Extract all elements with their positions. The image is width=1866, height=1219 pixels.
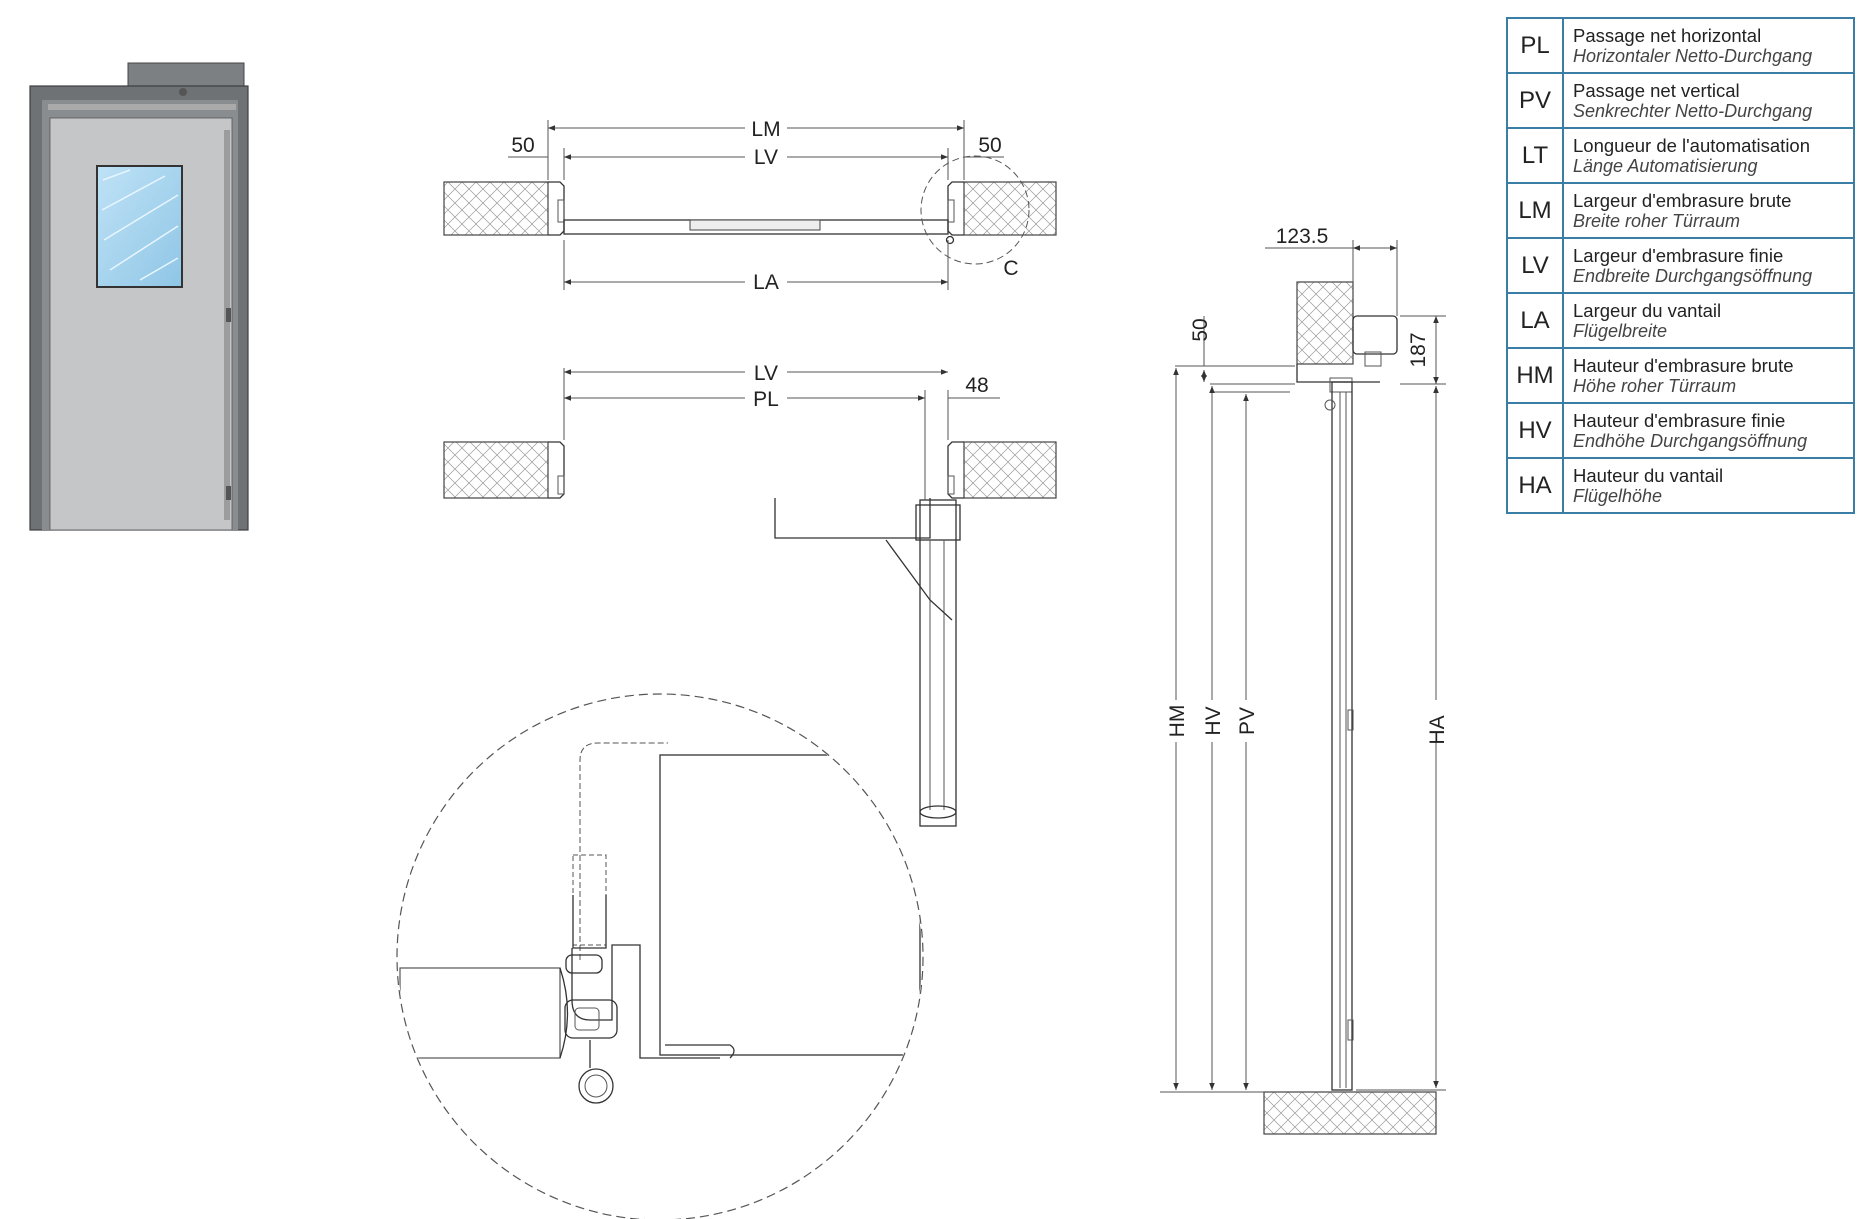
dim-la: LA xyxy=(753,271,779,294)
dim-pv: PV xyxy=(1236,707,1259,735)
legend-text-fr: Passage net vertical xyxy=(1573,79,1740,101)
legend-text-fr: Hauteur d'embrasure brute xyxy=(1573,354,1794,376)
dim-hm: HM xyxy=(1166,705,1189,738)
door-illustration xyxy=(29,62,249,531)
legend-text-fr: Hauteur d'embrasure finie xyxy=(1573,409,1786,431)
legend-text-de: Länge Automatisierung xyxy=(1573,155,1758,176)
legend-text-de: Höhe roher Türraum xyxy=(1573,375,1737,396)
legend-code: HM xyxy=(1506,347,1564,404)
dim-123-5: 123.5 xyxy=(1276,225,1329,248)
dim-lv-open: LV xyxy=(754,362,778,385)
legend-text-de: Endbreite Durchgangsöffnung xyxy=(1573,265,1813,286)
detail-c xyxy=(396,693,924,1219)
legend-text-de: Senkrechter Netto-Durchgang xyxy=(1573,100,1813,121)
legend-code: LV xyxy=(1506,237,1564,294)
legend-text-de: Flügelbreite xyxy=(1573,320,1668,341)
dim-50-vertical: 50 xyxy=(1189,318,1212,341)
dim-48: 48 xyxy=(965,374,988,397)
dim-lm: LM xyxy=(751,118,780,141)
legend-text-fr: Passage net horizontal xyxy=(1573,24,1762,46)
dim-187: 187 xyxy=(1407,332,1430,367)
dim-hv: HV xyxy=(1202,706,1225,735)
section-view: 123.5 187 50 HM HV PV HA xyxy=(1160,225,1449,1135)
dim-pl: PL xyxy=(753,388,779,411)
plan-view-open: LV PL 48 xyxy=(443,358,1057,827)
legend-code: LT xyxy=(1506,127,1564,184)
legend-code: PV xyxy=(1506,72,1564,129)
legend-code: PL xyxy=(1506,17,1564,74)
legend-text-fr: Largeur du vantail xyxy=(1573,299,1722,321)
dim-ha: HA xyxy=(1426,715,1449,744)
legend-text-fr: Largeur d'embrasure finie xyxy=(1573,244,1784,266)
legend-text-de: Horizontaler Netto-Durchgang xyxy=(1573,45,1813,66)
legend-text-de: Flügelhöhe xyxy=(1573,485,1663,506)
legend-code: LA xyxy=(1506,292,1564,349)
legend-code: HV xyxy=(1506,402,1564,459)
legend-text-fr: Longueur de l'automatisation xyxy=(1573,134,1811,156)
dim-50-left: 50 xyxy=(511,134,534,157)
legend-text-fr: Hauteur du vantail xyxy=(1573,464,1724,486)
legend-text-de: Breite roher Türraum xyxy=(1573,210,1741,231)
dim-50-right: 50 xyxy=(978,134,1001,157)
legend-text-fr: Largeur d'embrasure brute xyxy=(1573,189,1792,211)
legend-text-de: Endhöhe Durchgangsöffnung xyxy=(1573,430,1808,451)
dim-lv-top: LV xyxy=(754,146,778,169)
legend-code: HA xyxy=(1506,457,1564,514)
legend-code: LM xyxy=(1506,182,1564,239)
detail-ref-c: C xyxy=(1003,257,1018,280)
plan-view-closed: LM LV 50 50 LA C xyxy=(443,114,1057,294)
